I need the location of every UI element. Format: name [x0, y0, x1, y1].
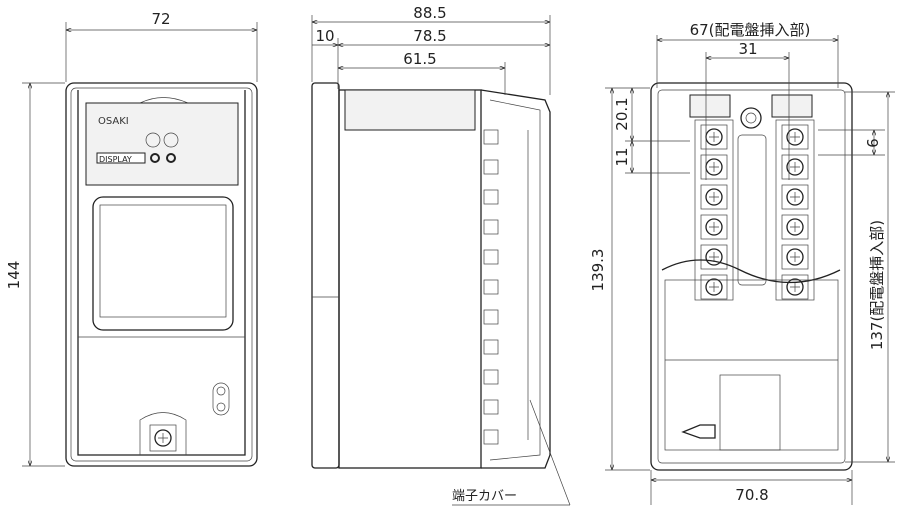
terminal-screw-icon [705, 278, 723, 296]
terminal-block [700, 184, 728, 210]
dim-side-inner: 61.5 [403, 50, 436, 68]
dim-side-total: 88.5 [413, 4, 446, 22]
terminal-screw-icon [705, 218, 723, 236]
terminal-screw-icon [705, 188, 723, 206]
screw-icon [740, 107, 762, 129]
terminal-block [700, 154, 728, 180]
terminal-tab [483, 249, 499, 265]
terminal-tab [483, 279, 499, 295]
dim-front-height: 144 [5, 261, 23, 290]
terminal-tab [483, 129, 499, 145]
screw-icon [154, 429, 172, 447]
dim-side-body: 78.5 [413, 27, 446, 45]
terminal-block [781, 244, 809, 270]
rear-view: 67(配電盤挿入部) 31 139.3 20.1 11 9 137(配電盤挿入部… [589, 21, 895, 505]
terminal-screw-icon [786, 278, 804, 296]
terminal-block [700, 214, 728, 240]
terminal-block [700, 124, 728, 150]
terminal-block [700, 274, 728, 300]
terminal-tab [483, 159, 499, 175]
terminal-screw-icon [786, 128, 804, 146]
terminal-screw-icon [786, 218, 804, 236]
dim-side-flange: 10 [315, 27, 334, 45]
terminal-tab [483, 369, 499, 385]
terminal-tab [483, 339, 499, 355]
dim-front-width: 72 [151, 10, 170, 28]
terminal-tab [483, 189, 499, 205]
terminal-tab [483, 309, 499, 325]
terminal-screw-icon [786, 158, 804, 176]
terminal-block [700, 244, 728, 270]
dim-rear-width: 70.8 [735, 486, 768, 504]
terminal-screw-icon [786, 248, 804, 266]
dim-rear-insert-height: 137(配電盤挿入部) [868, 220, 886, 350]
dim-rear-top-offset: 20.1 [613, 97, 631, 130]
terminal-block [781, 154, 809, 180]
brand-logo: OSAKI [98, 116, 129, 127]
front-view: OSAKI DISPLAY 72 144 [5, 10, 258, 467]
lcd-window [92, 196, 234, 331]
terminal-tab [483, 219, 499, 235]
dim-rear-height: 139.3 [589, 249, 607, 292]
dim-rear-insert-width: 67(配電盤挿入部) [690, 21, 811, 39]
terminal-screw-icon [786, 188, 804, 206]
side-view: 88.5 10 78.5 61.5 端子カバー [311, 4, 571, 506]
terminal-block [781, 184, 809, 210]
terminal-block [781, 214, 809, 240]
terminal-tab [483, 429, 499, 445]
arrow-icon [681, 424, 716, 439]
display-button [96, 152, 146, 164]
terminal-screw-icon [705, 248, 723, 266]
terminal-block [781, 124, 809, 150]
terminal-block [781, 274, 809, 300]
terminal-tab [483, 399, 499, 415]
dim-rear-terminal-offset: 11 [613, 147, 631, 166]
dim-rear-pitch-v: 9 [863, 138, 881, 148]
display-panel [85, 102, 239, 186]
display-button-label: DISPLAY [99, 155, 132, 164]
dim-rear-pitch-h: 31 [738, 40, 757, 58]
terminal-cover-label: 端子カバー [452, 489, 517, 504]
